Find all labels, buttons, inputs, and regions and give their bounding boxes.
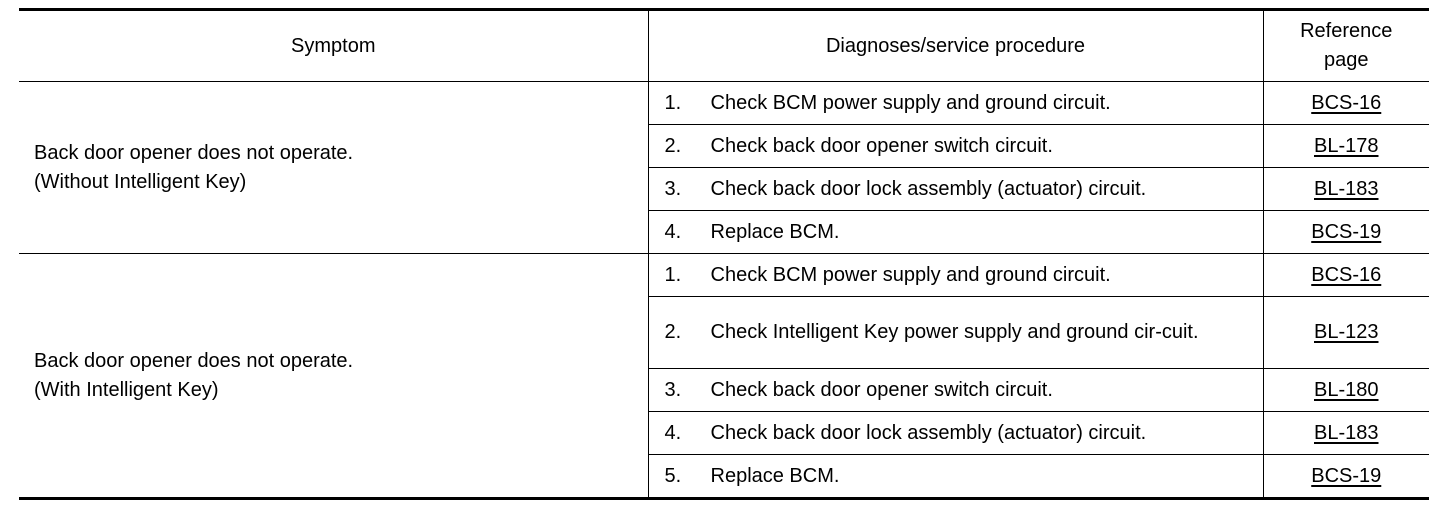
step-number: 4. (664, 421, 682, 444)
header-reference-line1: Reference (1300, 20, 1393, 42)
table-row: Back door opener does not operate. (With… (19, 253, 1429, 500)
table-row: 4. Replace BCM. BCS-19 (19, 210, 1429, 254)
procedure-cell: 4. Check back door lock assembly (actuat… (648, 411, 1264, 455)
reference-link[interactable]: BCS-16 (1311, 91, 1382, 114)
table-body: Back door opener does not operate. (With… (19, 81, 1429, 500)
table-row: 3. Check back door opener switch circuit… (19, 368, 1429, 412)
procedure-cell: 1. Check BCM power supply and ground cir… (648, 253, 1264, 297)
header-reference: Reference page (1263, 8, 1429, 82)
procedure-cell: 4. Replace BCM. (648, 210, 1264, 254)
symptom-condition: (With Intelligent Key) (34, 378, 219, 401)
procedure-cell: 1. Check BCM power supply and ground cir… (648, 81, 1264, 125)
diagnosis-table: Symptom Diagnoses/service procedure Refe… (19, 8, 1429, 500)
step-text: Check Intelligent Key power supply and g… (710, 321, 1199, 343)
step-number: 2. (664, 321, 682, 343)
reference-cell: BL-123 (1263, 296, 1429, 369)
reference-link[interactable]: BCS-19 (1311, 464, 1382, 487)
header-procedure: Diagnoses/service procedure (648, 8, 1264, 82)
header-reference-line2: page (1324, 49, 1369, 71)
procedure-cell: 2. Check Intelligent Key power supply an… (648, 296, 1264, 369)
reference-cell: BL-183 (1263, 411, 1429, 455)
table-row: 2. Check back door opener switch circuit… (19, 124, 1429, 168)
step-text: Check BCM power supply and ground circui… (710, 91, 1111, 114)
table-row: 2. Check Intelligent Key power supply an… (19, 296, 1429, 369)
reference-cell: BL-178 (1263, 124, 1429, 168)
procedure-cell: 3. Check back door lock assembly (actuat… (648, 167, 1264, 211)
symptom-cell-with-key: Back door opener does not operate. (With… (19, 253, 649, 500)
header-row: Symptom Diagnoses/service procedure Refe… (19, 8, 1429, 82)
reference-link[interactable]: BL-180 (1314, 378, 1379, 401)
table-row: 5. Replace BCM. BCS-19 (19, 454, 1429, 500)
step-number: 1. (664, 91, 682, 114)
reference-cell: BCS-16 (1263, 81, 1429, 125)
table-row: Back door opener does not operate. (With… (19, 81, 1429, 254)
reference-link[interactable]: BL-183 (1314, 421, 1379, 444)
step-number: 1. (664, 263, 682, 286)
step-text: Check back door lock assembly (actuator)… (710, 177, 1147, 200)
symptom-text: Back door opener does not operate. (34, 141, 354, 164)
step-number: 5. (664, 464, 682, 487)
reference-link[interactable]: BL-178 (1314, 134, 1379, 157)
step-text: Replace BCM. (710, 464, 840, 487)
reference-link[interactable]: BCS-16 (1311, 263, 1382, 286)
step-text: Check back door opener switch circuit. (710, 378, 1053, 401)
step-number: 2. (664, 134, 682, 157)
reference-cell: BL-180 (1263, 368, 1429, 412)
reference-cell: BL-183 (1263, 167, 1429, 211)
reference-cell: BCS-19 (1263, 454, 1429, 500)
reference-cell: BCS-19 (1263, 210, 1429, 254)
symptom-cell-without-key: Back door opener does not operate. (With… (19, 81, 649, 254)
step-number: 4. (664, 220, 682, 243)
table-row: 3. Check back door lock assembly (actuat… (19, 167, 1429, 211)
procedure-cell: 5. Replace BCM. (648, 454, 1264, 500)
table-header: Symptom Diagnoses/service procedure Refe… (19, 8, 1429, 82)
step-text: Check back door opener switch circuit. (710, 134, 1053, 157)
reference-link[interactable]: BL-183 (1314, 177, 1379, 200)
procedure-cell: 2. Check back door opener switch circuit… (648, 124, 1264, 168)
step-number: 3. (664, 378, 682, 401)
step-text: Check BCM power supply and ground circui… (710, 263, 1111, 286)
reference-link[interactable]: BCS-19 (1311, 220, 1382, 243)
step-number: 3. (664, 177, 682, 200)
procedure-cell: 3. Check back door opener switch circuit… (648, 368, 1264, 412)
symptom-text: Back door opener does not operate. (34, 349, 354, 372)
reference-cell: BCS-16 (1263, 253, 1429, 297)
table-row: 4. Check back door lock assembly (actuat… (19, 411, 1429, 455)
step-text: Replace BCM. (710, 220, 840, 243)
step-text: Check back door lock assembly (actuator)… (710, 421, 1147, 444)
symptom-condition: (Without Intelligent Key) (34, 170, 247, 193)
header-symptom: Symptom (19, 8, 649, 82)
reference-link[interactable]: BL-123 (1314, 321, 1379, 343)
